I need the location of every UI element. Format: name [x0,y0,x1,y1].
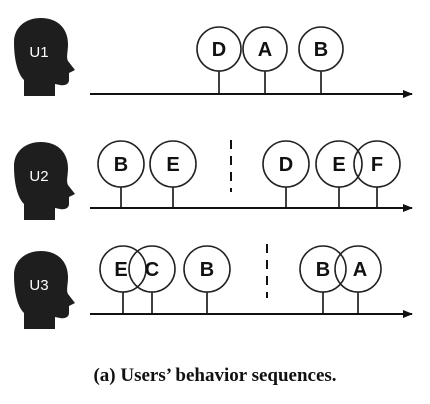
user-label: U3 [29,277,48,294]
behavior-item: E [315,140,363,208]
behavior-sequences-diagram: U1 D A B U2 [14,18,413,329]
item-circle [99,245,147,293]
behavior-item: B [97,140,145,208]
item-label: E [332,154,345,176]
item-label: B [316,259,330,281]
item-circle [242,26,288,72]
item-circle [298,26,344,72]
behavior-item: B [299,245,347,314]
head-silhouette-icon: U1 [14,18,75,96]
behavior-item: B [298,26,344,94]
item-label: B [314,39,328,61]
item-label: B [114,154,128,176]
user-row-u2: U2 B E D E [14,140,413,220]
item-circle [97,140,145,188]
user-row-u1: U1 D A B [14,18,413,98]
behavior-item: D [262,140,310,208]
item-label: A [353,259,367,281]
item-label: D [279,154,293,176]
head-silhouette-icon: U2 [14,142,75,220]
item-circle [183,245,231,293]
behavior-item: D [196,26,242,94]
item-label: B [200,259,214,281]
item-label: E [166,154,179,176]
item-circle [149,140,197,188]
item-circle [334,245,382,293]
behavior-item: A [242,26,288,94]
item-label: A [258,39,272,61]
behavior-item: E [99,245,147,314]
item-label: E [114,259,127,281]
behavior-item: A [334,245,382,314]
item-circle [196,26,242,72]
item-circle [299,245,347,293]
item-label: C [145,259,159,281]
user-label: U1 [29,44,48,61]
user-row-u3: U3 E C B B [14,244,413,329]
behavior-item: E [149,140,197,208]
behavior-item: C [128,245,176,314]
figure-caption: (a) Users’ behavior sequences. [93,365,337,386]
item-label: F [371,154,383,176]
item-circle [128,245,176,293]
item-circle [315,140,363,188]
head-silhouette-icon: U3 [14,251,75,329]
item-circle [262,140,310,188]
behavior-item: F [353,140,401,208]
behavior-item: B [183,245,231,314]
item-label: D [212,39,226,61]
item-circle [353,140,401,188]
user-label: U2 [29,168,48,185]
